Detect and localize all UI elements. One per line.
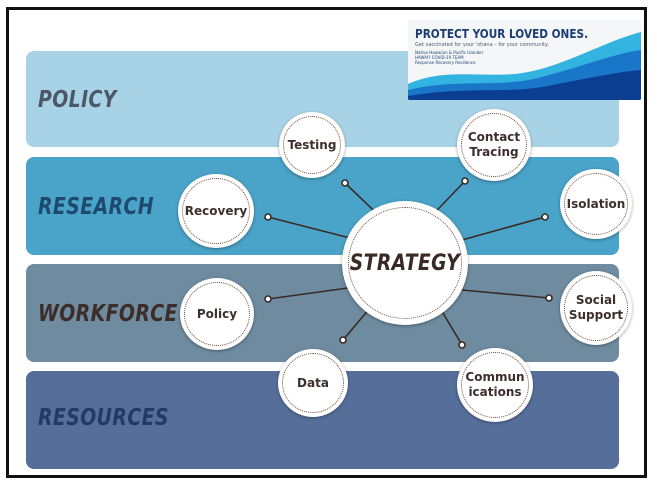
band-label-policy: POLICY	[38, 87, 117, 113]
node-policy-label: Policy	[196, 306, 238, 321]
connector-recovery	[267, 216, 351, 239]
node-testing: Testing	[279, 112, 345, 178]
banner-organization: Native Hawaiian & Pacific Islander HAWAI…	[415, 50, 483, 65]
connector-end-recovery	[264, 213, 272, 221]
connector-policy	[267, 287, 349, 300]
banner-headline: PROTECT YOUR LOVED ONES.	[415, 26, 589, 41]
banner-org-line2: HAWAI'I COVID-19 TEAM	[415, 55, 464, 60]
vaccination-banner: PROTECT YOUR LOVED ONES. Get vaccinated …	[408, 20, 641, 100]
connector-end-testing	[341, 179, 349, 187]
banner-org-line3: Response Recovery Resilience	[415, 60, 476, 65]
node-policy: Policy	[180, 278, 254, 350]
node-social-support-label: Social Support	[568, 293, 624, 322]
band-label-workforce: WORKFORCE	[38, 301, 178, 327]
node-social-support: Social Support	[560, 271, 632, 345]
connector-end-contact-tracing	[461, 177, 469, 185]
connector-end-isolation	[541, 213, 549, 221]
banner-tagline: Get vaccinated for your 'ohana – for you…	[415, 42, 549, 48]
band-label-research: RESEARCH	[38, 194, 154, 220]
band-workforce: WORKFORCE	[26, 264, 619, 362]
connector-end-communications	[458, 341, 466, 349]
node-contact-tracing: Contact Tracing	[457, 109, 531, 181]
band-label-resources: RESOURCES	[38, 405, 169, 431]
node-testing-label: Testing	[287, 137, 337, 152]
strategy-hub: STRATEGY	[342, 201, 468, 325]
connector-end-policy	[264, 295, 272, 303]
node-isolation-label: Isolation	[566, 196, 626, 211]
node-data: Data	[278, 349, 348, 417]
node-communications-label: Commun ications	[465, 370, 525, 399]
connector-social-support	[461, 289, 550, 299]
banner-org-line1: Native Hawaiian & Pacific Islander	[415, 50, 484, 55]
node-contact-tracing-label: Contact Tracing	[467, 130, 521, 159]
strategy-label: STRATEGY	[349, 250, 461, 276]
node-data-label: Data	[297, 375, 329, 390]
connector-isolation	[461, 216, 546, 241]
node-recovery: Recovery	[178, 174, 254, 248]
banner-wave-dark	[408, 70, 641, 100]
node-communications: Commun ications	[457, 348, 533, 422]
node-isolation: Isolation	[560, 169, 632, 239]
node-recovery-label: Recovery	[184, 203, 248, 218]
banner-waves	[408, 32, 641, 100]
connector-data	[342, 307, 371, 341]
connector-end-data	[339, 336, 347, 344]
connector-end-social-support	[545, 294, 553, 302]
connector-communications	[439, 307, 463, 346]
